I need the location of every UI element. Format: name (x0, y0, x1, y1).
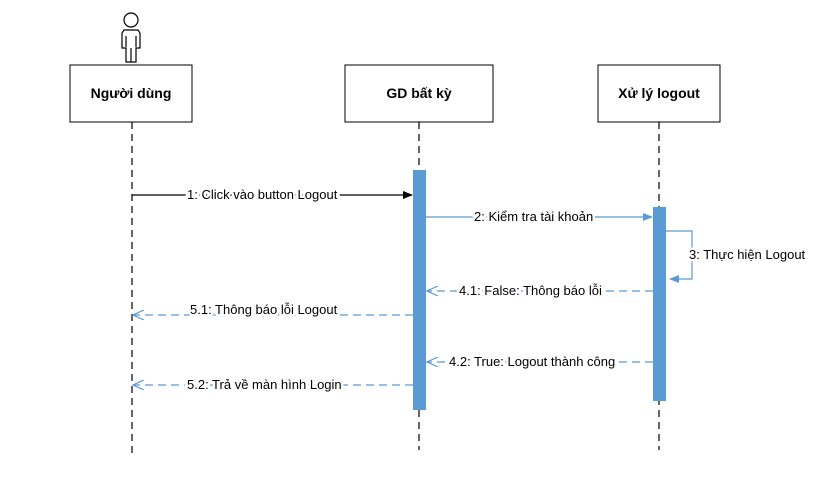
actor-icon (121, 12, 141, 63)
participant-xu-ly-logout: Xử lý logout (597, 64, 721, 123)
message-4-2: 4.2: True: Logout thành công (427, 352, 653, 372)
message-label: 1: Click vào button Logout (187, 187, 338, 202)
participant-label: Người dùng (91, 85, 172, 101)
message-label: 4.1: False: Thông báo lỗi (459, 283, 602, 298)
message-label: 5.2: Trả về màn hình Login (187, 377, 342, 392)
participant-gd-bat-ky: GD bất kỳ (344, 64, 494, 123)
participant-nguoi-dung: Người dùng (69, 64, 193, 123)
message-1: 1: Click vào button Logout (132, 185, 413, 205)
message-4-1: 4.1: False: Thông báo lỗi (427, 281, 653, 301)
message-2: 2: Kiểm tra tài khoản (426, 207, 653, 227)
message-5-2: 5.2: Trả về màn hình Login (133, 375, 413, 395)
activation-bar-gd-bat-ky (413, 170, 426, 410)
message-5-1: 5.1: Thông báo lỗi Logout (133, 300, 413, 317)
message-label: 3: Thực hiện Logout (689, 247, 806, 262)
message-label: 5.1: Thông báo lỗi Logout (190, 302, 338, 317)
message-label: 2: Kiểm tra tài khoản (474, 209, 593, 224)
message-label: 4.2: True: Logout thành công (449, 354, 615, 369)
participant-label: Xử lý logout (618, 85, 700, 101)
participant-label: GD bất kỳ (386, 85, 452, 101)
message-3: 3: Thực hiện Logout (666, 230, 808, 283)
activation-bar-xu-ly-logout (653, 207, 666, 401)
